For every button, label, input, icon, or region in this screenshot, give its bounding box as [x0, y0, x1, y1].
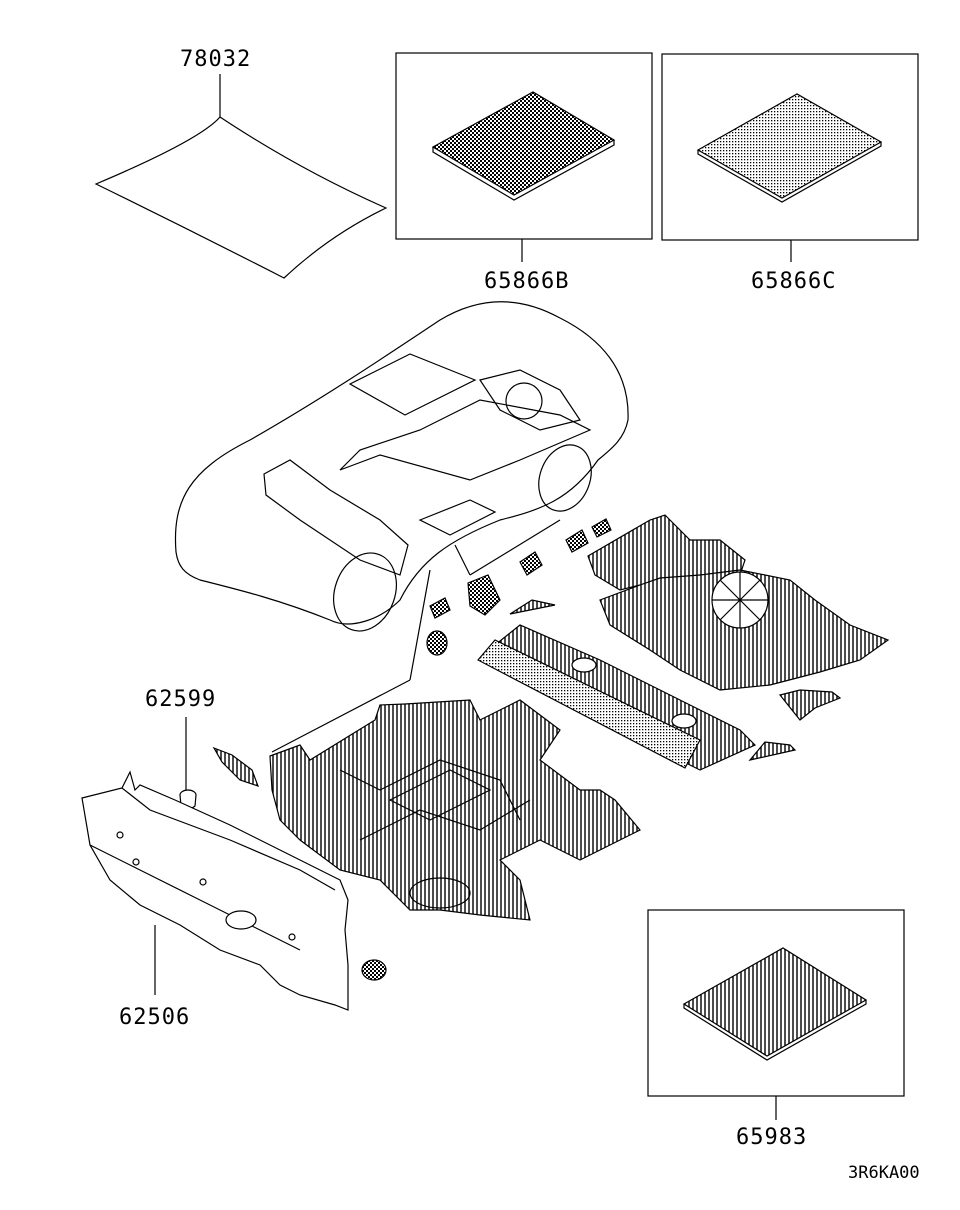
- dash-panel-icon: [81, 770, 349, 1011]
- car-body-outline-icon: [174, 301, 629, 753]
- silencer-b-part[interactable]: 65866B: [395, 52, 653, 294]
- pad-edge: [697, 142, 882, 203]
- part-number-floor-pad: 65983: [736, 1125, 807, 1150]
- silencer-c-part[interactable]: 65866C: [661, 53, 919, 294]
- part-number-silencer-c: 65866C: [751, 269, 836, 294]
- pad-edge: [683, 1000, 867, 1061]
- dotted-pad-icon: [431, 91, 616, 196]
- dotted-pad-icon: [696, 93, 883, 199]
- clip-part[interactable]: 62599: [145, 687, 216, 810]
- part-frame: [661, 53, 919, 241]
- part-number-headlining: 78032: [180, 47, 251, 72]
- headlining-part[interactable]: 78032: [94, 47, 388, 279]
- diagram-code: 3R6KA00: [848, 1163, 920, 1183]
- part-number-silencer-b: 65866B: [484, 269, 569, 294]
- dash-insulator-part[interactable]: 62506: [81, 770, 349, 1030]
- part-frame: [395, 52, 653, 240]
- part-number-dash-insulator: 62506: [119, 1005, 190, 1030]
- hatched-pad-icon: [682, 947, 868, 1057]
- headlining-panel-icon: [94, 116, 388, 279]
- floor-pad-part[interactable]: 65983: [647, 909, 905, 1150]
- floor-carpet-icon: [212, 514, 890, 981]
- pad-edge: [432, 140, 615, 201]
- part-number-clip: 62599: [145, 687, 216, 712]
